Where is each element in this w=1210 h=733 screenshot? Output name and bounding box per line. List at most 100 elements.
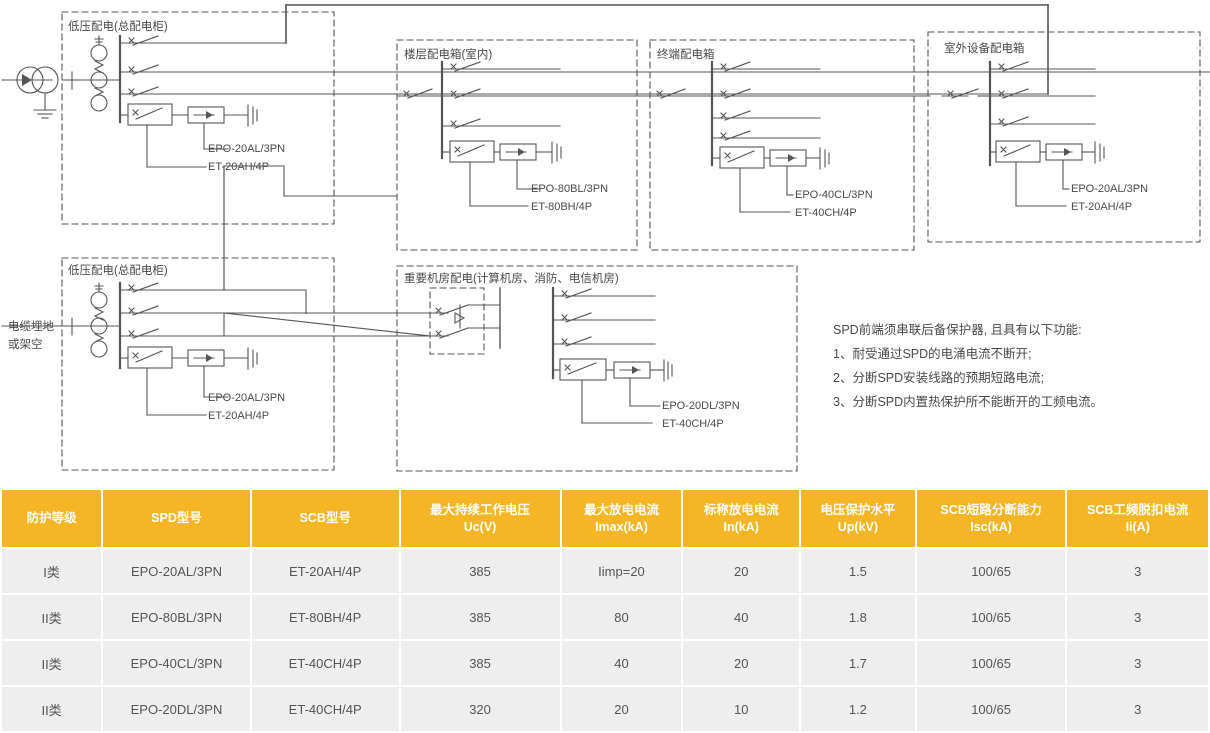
single-line-schematic-diagram: 低压配电(总配电柜) EPO-20AL/3PN ET-20AH/4P 楼层配电箱… (1, 4, 1210, 472)
panel-title-lv-main-bottom: 低压配电(总配电柜) (68, 265, 168, 277)
header-line2: Imax(kA) (595, 519, 648, 534)
header-line1: SCB短路分断能力 (940, 502, 1042, 517)
panel-spd-model-terminal-box: EPO-40CL/3PN (795, 189, 873, 201)
column-header-uc: 最大持续工作电压 Uc(V) (400, 490, 560, 547)
column-header-protection-class: 防护等级 (2, 490, 102, 547)
floor-box-symbols (396, 60, 931, 207)
panel-title-outdoor-box: 室外设备配电箱 (944, 43, 1025, 55)
header-line2: Uc(V) (463, 519, 497, 534)
panel-spd-model-outdoor-box: EPO-20AL/3PN (1071, 183, 1149, 195)
schematic-svg (1, 4, 1210, 472)
note-item-1: 1、耐受通过SPD的电涌电流不断开; (833, 347, 1032, 361)
column-header-up: 电压保护水平 Up(kV) (801, 490, 915, 547)
feeder-way (552, 336, 656, 347)
feeder-way (552, 312, 656, 323)
header-line1: 最大持续工作电压 (430, 502, 531, 517)
outdoor-box-symbols (941, 60, 1105, 207)
column-header-spd-model: SPD型号 (103, 490, 250, 547)
feeder-way (119, 35, 287, 46)
lv-main-top-symbols (90, 34, 1210, 168)
cell-imax: 80 (561, 595, 682, 639)
cell-scb-model: ET-20AH/4P (251, 549, 399, 593)
feeder-way (989, 116, 1096, 127)
table-header-row: 防护等级 SPD型号 SCB型号 最大持续工作电压 Uc(V) 最大放电电流 I… (2, 490, 1208, 547)
cell-imax: 40 (561, 641, 682, 685)
header-line2: Up(kV) (837, 519, 879, 534)
cell-ii: 3 (1067, 687, 1208, 731)
cell-in: 40 (683, 595, 800, 639)
cell-spd-model: EPO-40CL/3PN (103, 641, 250, 685)
feeder-way (119, 328, 431, 339)
cell-ii: 3 (1067, 595, 1208, 639)
header-line2: Isc(kA) (970, 519, 1012, 534)
table-row: II类 EPO-80BL/3PN ET-80BH/4P 385 80 40 1.… (2, 595, 1208, 639)
feeder-way (552, 288, 656, 299)
column-header-scb-model: SCB型号 (251, 490, 399, 547)
source-label-line1: 电缆埋地 (8, 321, 54, 333)
cell-protection-class: II类 (2, 641, 102, 685)
cell-protection-class: II类 (2, 595, 102, 639)
cell-uc: 320 (400, 687, 560, 731)
header-line1: SPD型号 (151, 511, 202, 526)
feeder-way (711, 88, 821, 99)
panel-outline (61, 11, 1201, 472)
feeder-way (711, 110, 821, 121)
feeder-way (989, 88, 1096, 99)
header-line1: SCB型号 (299, 511, 351, 526)
cell-uc: 385 (400, 595, 560, 639)
header-line1: 电压保护水平 (820, 502, 896, 517)
cell-uc: 385 (400, 549, 560, 593)
panel-spd-model-critical-room: EPO-20DL/3PN (662, 400, 740, 412)
cell-imax: Iimp=20 (561, 549, 682, 593)
cell-up: 1.7 (801, 641, 915, 685)
spd-scb-spec-table: 防护等级 SPD型号 SCB型号 最大持续工作电压 Uc(V) 最大放电电流 I… (0, 488, 1210, 733)
panel-spd-model-floor-box: EPO-80BL/3PN (531, 183, 609, 195)
feeder-way (119, 305, 225, 316)
cell-imax: 20 (561, 687, 682, 731)
cell-scb-model: ET-80BH/4P (251, 595, 399, 639)
cell-up: 1.5 (801, 549, 915, 593)
lv-main-bottom-symbols (90, 281, 431, 416)
cell-spd-model: EPO-20DL/3PN (103, 687, 250, 731)
cell-scb-model: ET-40CH/4P (251, 687, 399, 731)
cell-in: 20 (683, 549, 800, 593)
panel-scb-model-critical-room: ET-40CH/4P (662, 418, 724, 430)
cell-scb-model: ET-40CH/4P (251, 641, 399, 685)
feeder-way (711, 61, 821, 72)
column-header-imax: 最大放电电流 Imax(kA) (561, 490, 682, 547)
panel-scb-model-terminal-box: ET-40CH/4P (795, 207, 857, 219)
table-row: II类 EPO-20DL/3PN ET-40CH/4P 320 20 10 1.… (2, 687, 1208, 731)
feeder-way (711, 130, 821, 141)
note-item-3: 3、分断SPD内置热保护所不能断开的工频电流。 (833, 395, 1104, 409)
cell-ii: 3 (1067, 549, 1208, 593)
cell-in: 10 (683, 687, 800, 731)
note-heading: SPD前端须串联后备保护器, 且具有以下功能: (833, 323, 1082, 337)
panel-title-terminal-box: 终端配电箱 (657, 49, 715, 61)
feeder-way (989, 61, 1096, 72)
cell-up: 1.8 (801, 595, 915, 639)
panel-scb-model-lv-main-top: ET-20AH/4P (208, 161, 270, 173)
table-row: I类 EPO-20AL/3PN ET-20AH/4P 385 Iimp=20 2… (2, 549, 1208, 593)
panel-scb-model-lv-main-bottom: ET-20AH/4P (208, 410, 270, 422)
terminal-box-symbols (649, 60, 830, 213)
column-header-in: 标称放电电流 In(kA) (683, 490, 800, 547)
feeder-way (441, 61, 561, 72)
critical-room-symbols (429, 286, 673, 424)
header-line1: 标称放电电流 (703, 502, 779, 517)
cell-spd-model: EPO-80BL/3PN (103, 595, 250, 639)
panel-spd-model-lv-main-top: EPO-20AL/3PN (208, 143, 286, 155)
header-line1: 最大放电电流 (583, 502, 659, 517)
header-line1: SCB工频脱扣电流 (1087, 502, 1189, 517)
header-line2: Ii(A) (1125, 519, 1150, 534)
cell-isc: 100/65 (916, 595, 1066, 639)
feeder-way (119, 282, 225, 293)
header-line2: In(kA) (723, 519, 759, 534)
cell-protection-class: II类 (2, 687, 102, 731)
panel-scb-model-floor-box: ET-80BH/4P (531, 201, 593, 213)
table-row: II类 EPO-40CL/3PN ET-40CH/4P 385 40 20 1.… (2, 641, 1208, 685)
feeder-way (119, 64, 1210, 75)
feeder-way (441, 118, 561, 129)
panel-title-floor-box: 楼层配电箱(室内) (404, 49, 493, 61)
panel-spd-model-lv-main-bottom: EPO-20AL/3PN (208, 392, 286, 404)
